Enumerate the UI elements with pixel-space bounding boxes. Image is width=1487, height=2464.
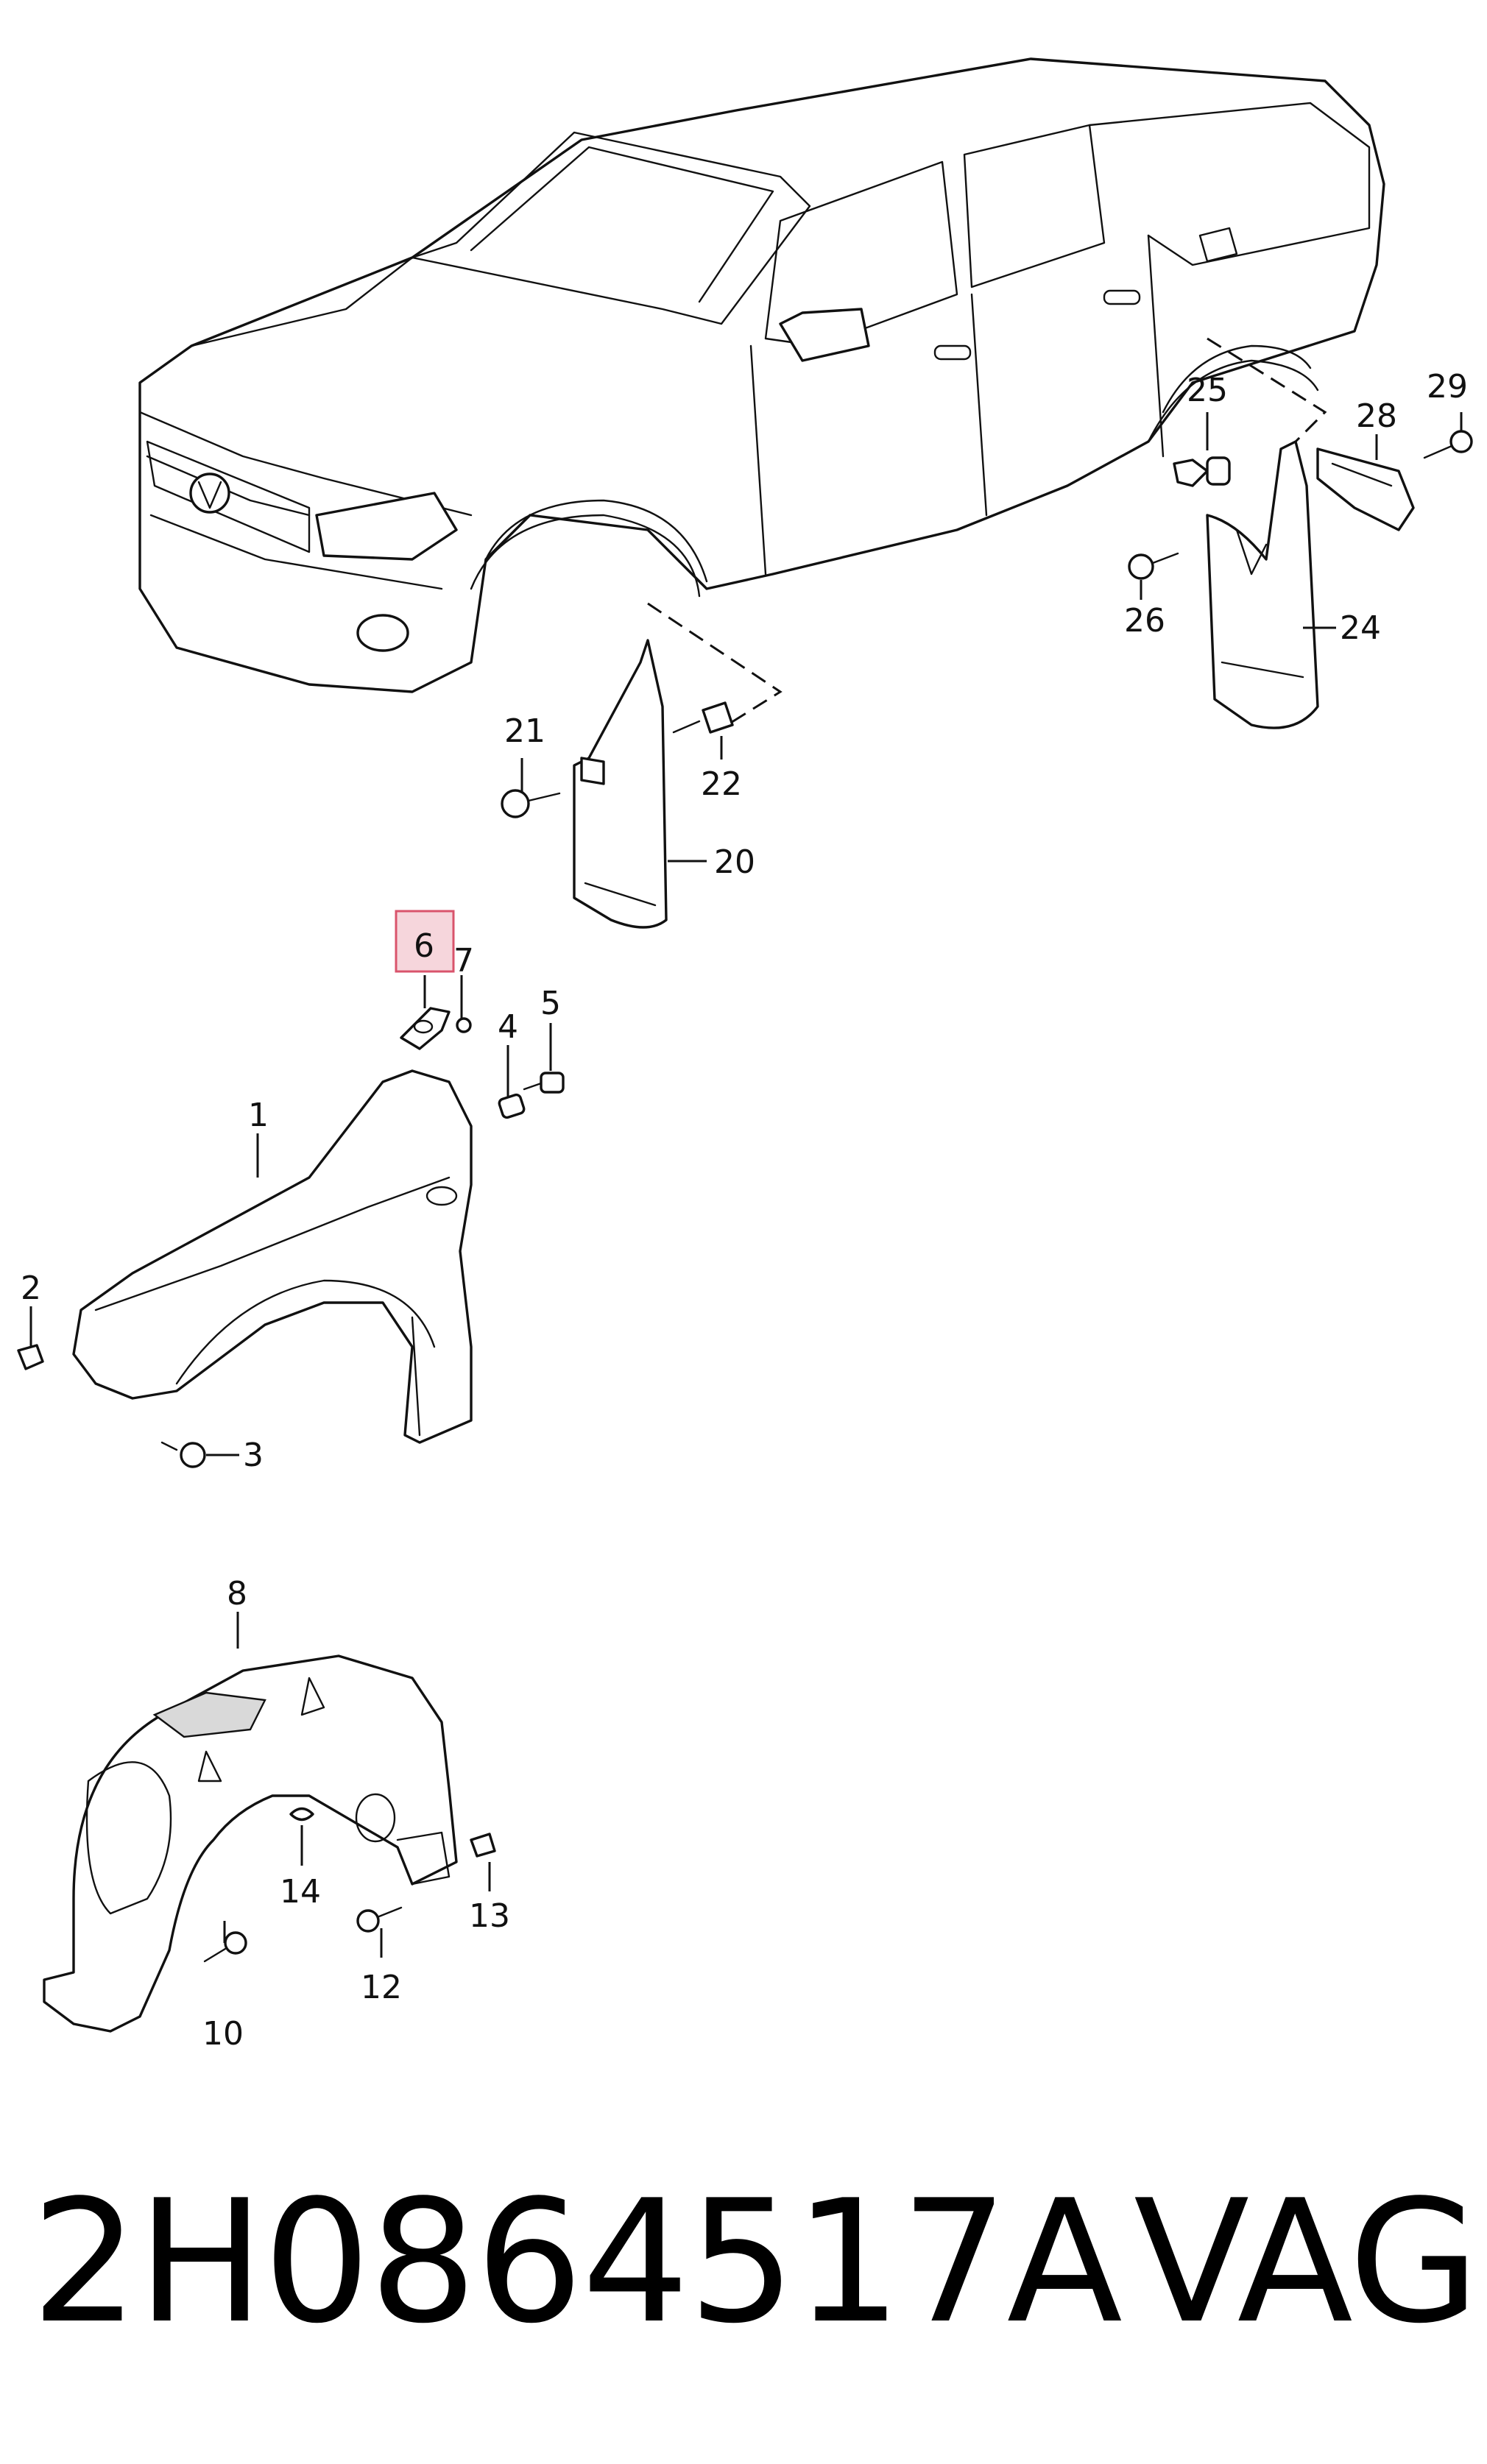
callout-22: 22 [701,765,742,803]
callout-10: 10 [202,2015,244,2053]
callout-28: 28 [1356,397,1397,435]
rear-mudflap-illustration [1206,440,1319,729]
rear-screw-29 [1423,430,1473,459]
brand-name: VAG [1134,2164,1480,2361]
fender-bracket-6 [400,1007,451,1050]
liner-clip-14 [289,1807,314,1822]
callout-7: 7 [453,942,474,980]
front-screw-21 [501,789,561,818]
fender-bolt-5 [523,1072,565,1094]
callout-21: 21 [504,712,545,750]
pickup-truck-illustration [138,57,1385,730]
callout-6-highlight [395,910,455,973]
callout-1: 1 [248,1097,269,1134]
callout-3: 3 [243,1437,264,1474]
liner-screw-10 [203,1931,247,1963]
fender-spacer-4 [498,1093,526,1119]
front-fender-illustration [72,1069,473,1444]
callout-20: 20 [714,843,755,881]
callout-12: 12 [361,1969,402,2006]
callout-29: 29 [1427,368,1468,406]
liner-screw-12 [356,1906,403,1933]
callout-24: 24 [1340,609,1381,647]
callout-6: 6 [414,927,434,965]
callout-13: 13 [469,1897,510,1935]
callout-labels: 1 2 3 4 5 6 7 8 10 12 13 14 20 21 22 24 … [21,368,1468,2053]
fender-screw-3 [160,1441,206,1468]
front-nut-22 [672,701,734,734]
part-number: 2H0864517A [31,2164,1123,2361]
rear-push-clip-25 [1173,456,1231,487]
front-mudflap-illustration [573,639,668,929]
callout-14: 14 [280,1873,321,1911]
fender-clip-2 [17,1344,44,1370]
liner-clip-13 [470,1833,496,1858]
fender-screw-7 [456,1017,472,1033]
callout-25: 25 [1187,372,1228,409]
wheel-housing-liner-illustration [43,1654,458,2033]
leader-lines [29,412,1463,1958]
callout-8: 8 [227,1575,247,1612]
callout-26: 26 [1124,602,1165,640]
callout-5: 5 [540,985,561,1022]
rear-screw-26 [1128,552,1179,580]
callout-2: 2 [21,1270,41,1307]
rear-bracket-28 [1316,447,1415,531]
callout-4: 4 [498,1008,518,1046]
